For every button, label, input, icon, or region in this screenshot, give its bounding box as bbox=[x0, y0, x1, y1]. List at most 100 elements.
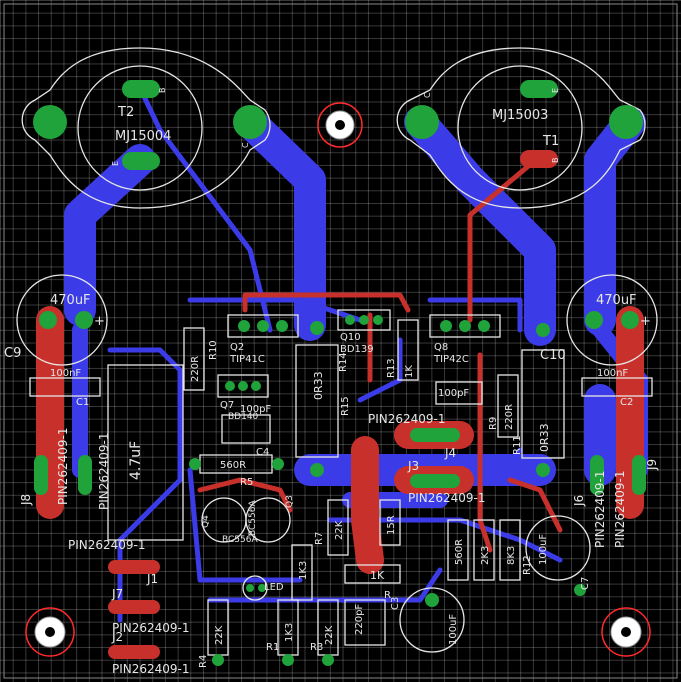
r11-outline bbox=[521, 349, 565, 459]
r-adj-value: 1K bbox=[370, 569, 385, 582]
r5-value: 560R bbox=[220, 460, 246, 471]
r5-pad-right bbox=[272, 458, 284, 470]
t1-outline bbox=[396, 47, 646, 209]
trace-driver-right bbox=[427, 297, 523, 333]
c8-pad-1 bbox=[425, 593, 439, 607]
hole-bottom-right bbox=[601, 607, 651, 657]
r11-pad-top bbox=[536, 323, 550, 337]
r6-value: 560R bbox=[454, 539, 465, 565]
t1-pad-b bbox=[520, 150, 558, 168]
r11-value: 0R33 bbox=[538, 423, 551, 452]
trace-feedback bbox=[327, 517, 563, 563]
c7-pad-1 bbox=[574, 584, 586, 596]
trace-vas-loop bbox=[187, 467, 303, 583]
j6-part: PIN262409-1 bbox=[593, 470, 607, 548]
j7-pad-1 bbox=[108, 600, 160, 614]
j3-pad bbox=[410, 474, 460, 488]
r8-value: 1K3 bbox=[298, 561, 309, 580]
t2-mount-pad-left bbox=[33, 105, 67, 139]
q8-outline bbox=[429, 314, 501, 338]
q2-part: TIP41C bbox=[229, 354, 265, 365]
c7-designator: C7 bbox=[580, 577, 591, 590]
t1-part: MJ15003 bbox=[492, 108, 548, 123]
board-edge bbox=[3, 3, 678, 679]
r-adj-designator: R bbox=[384, 590, 391, 601]
q3-designator: Q3 bbox=[285, 495, 295, 508]
t1-body-circle bbox=[457, 65, 583, 191]
q7-pad-3 bbox=[251, 381, 261, 391]
t1-designator: T1 bbox=[542, 134, 559, 149]
c9-designator: C9 bbox=[4, 346, 21, 361]
j9-designator: J9 bbox=[645, 459, 659, 471]
top-trace-ground-bus bbox=[351, 436, 384, 574]
c10-designator: C10 bbox=[540, 348, 566, 363]
q8-pad-3 bbox=[478, 320, 490, 332]
q2-designator: Q2 bbox=[230, 342, 244, 353]
r3-designator: R3 bbox=[310, 642, 323, 653]
trace-t2-base bbox=[137, 85, 273, 333]
c9-value: 470uF bbox=[50, 293, 91, 308]
r14-value: 0R33 bbox=[312, 371, 325, 400]
silkscreen-text: T2 MJ15004 B E C T1 MJ15003 B E C 470uF … bbox=[4, 88, 659, 677]
c8-outline bbox=[399, 587, 465, 653]
c1-value: 100nF bbox=[50, 368, 81, 379]
j1-part: PIN262409-1 bbox=[68, 538, 146, 552]
j6-designator: J6 bbox=[572, 495, 586, 507]
q7-pad-1 bbox=[225, 381, 235, 391]
r13-value: 1K bbox=[404, 365, 415, 378]
r-adj-outline bbox=[344, 564, 401, 584]
j2-designator: J2 bbox=[111, 630, 123, 644]
led-pad-2 bbox=[258, 584, 266, 592]
q4-designator: Q4 bbox=[201, 515, 211, 528]
q2-pad-3 bbox=[276, 320, 288, 332]
j4-part: PIN262409-1 bbox=[368, 412, 446, 426]
t2-pad-e bbox=[122, 152, 160, 170]
t1-mount-pad-left bbox=[405, 105, 439, 139]
r14-outline bbox=[295, 344, 339, 458]
r3-value: 22K bbox=[324, 625, 335, 645]
j7-designator: J7 bbox=[111, 587, 123, 601]
top-trace-t1-base bbox=[467, 155, 541, 323]
j8-pad-1 bbox=[34, 455, 48, 495]
r9-outline bbox=[497, 374, 519, 438]
c9-pad-2 bbox=[75, 311, 93, 329]
q8-pad-1 bbox=[440, 320, 452, 332]
j1-designator: J1 bbox=[146, 572, 158, 586]
t2-pin-c: C bbox=[241, 142, 250, 148]
q5-part: BC556A bbox=[248, 500, 258, 536]
c10-value: 470uF bbox=[596, 293, 637, 308]
r11-pad-bottom bbox=[536, 463, 550, 477]
c2-value: 100nF bbox=[597, 368, 628, 379]
c1-designator: C1 bbox=[76, 397, 89, 408]
r14-pad-bottom bbox=[310, 463, 324, 477]
hole-bottom-left bbox=[25, 607, 75, 657]
r7-outline bbox=[327, 499, 349, 556]
r5-pad-left bbox=[189, 458, 201, 470]
r4-designator: R4 bbox=[198, 655, 209, 668]
top-trace-r5-loop bbox=[197, 477, 293, 513]
t1-mount-pad-right bbox=[609, 105, 643, 139]
c7-value: 100uF bbox=[538, 534, 549, 565]
trace-t1-collector bbox=[404, 106, 556, 346]
t1-pin-b: B bbox=[551, 158, 560, 164]
c3-outline bbox=[344, 599, 386, 646]
j3-part: PIN262409-1 bbox=[408, 491, 486, 505]
q10-part: BD139 bbox=[340, 344, 374, 355]
c9-pad-1 bbox=[39, 311, 57, 329]
r7-value: 22K bbox=[334, 520, 345, 540]
t1-pin-c: C bbox=[423, 92, 432, 98]
r14-pad-top bbox=[310, 321, 324, 335]
c10-pad-1 bbox=[585, 311, 603, 329]
c7-outline bbox=[525, 515, 591, 581]
r10-designator: R10 bbox=[208, 340, 219, 360]
c10-plus: + bbox=[640, 314, 651, 329]
t2-pad-b bbox=[122, 80, 160, 98]
r3-pad bbox=[322, 654, 334, 666]
r14-designator: R14 bbox=[338, 352, 349, 372]
c-47uf-value: 4.7uF bbox=[128, 441, 144, 480]
q7-part: BD140 bbox=[228, 412, 259, 422]
q7-pad-2 bbox=[238, 381, 248, 391]
r4-value: 22K bbox=[214, 625, 225, 645]
hole-top-center bbox=[317, 102, 363, 148]
